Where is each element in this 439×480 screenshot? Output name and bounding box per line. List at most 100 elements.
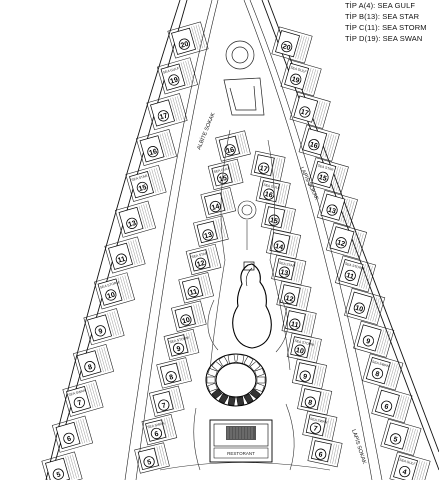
lot-number: 12 bbox=[336, 239, 346, 248]
lot-number: 10 bbox=[182, 317, 191, 326]
lot-parcel: 5 bbox=[380, 418, 422, 456]
lot-number-marker bbox=[187, 286, 199, 298]
lot-number-marker bbox=[304, 396, 316, 408]
lot-number-marker bbox=[73, 396, 85, 409]
lot-number: 15 bbox=[138, 184, 148, 193]
lot-number-marker bbox=[158, 399, 170, 411]
lot-parcel: 6 bbox=[371, 386, 413, 424]
clubhouse-unit bbox=[211, 360, 223, 372]
lot-number: 20 bbox=[282, 43, 292, 52]
lot-type-label: SEA STORM bbox=[100, 280, 120, 289]
lot-number-marker bbox=[371, 367, 384, 380]
lot-number-marker bbox=[115, 253, 127, 265]
lot-number-marker bbox=[326, 204, 338, 216]
lot-parcel: 16 bbox=[135, 128, 178, 167]
lot-number: 20 bbox=[180, 41, 190, 50]
lot-number-marker bbox=[380, 400, 393, 412]
lot-number-marker bbox=[84, 361, 96, 373]
clubhouse-unit bbox=[249, 360, 261, 372]
lot-parcel: 11 bbox=[178, 272, 215, 304]
lot-type-label: SEA GULF bbox=[399, 458, 416, 466]
lot-parcel: 16 bbox=[298, 124, 340, 162]
lot-number-marker bbox=[147, 146, 159, 158]
lot-parcel: 8 bbox=[297, 384, 333, 416]
lot-parcel: 8 bbox=[156, 357, 192, 389]
lot-number-marker bbox=[63, 432, 75, 444]
lot-parcel: 13 bbox=[114, 200, 157, 238]
lot-number-marker bbox=[165, 371, 177, 383]
lot-type-label: SEA GULF bbox=[163, 66, 180, 74]
lot-number-marker bbox=[362, 335, 374, 347]
legend: TİP A(4): SEA GULF TİP B(13): SEA STAR T… bbox=[345, 0, 439, 44]
lot-number-marker bbox=[143, 456, 155, 468]
lot-parcel: 10 bbox=[170, 300, 207, 332]
lot-number-marker bbox=[399, 466, 411, 478]
lot-parcel: 8 bbox=[72, 343, 115, 382]
clubhouse-ring bbox=[205, 353, 267, 407]
swimming-pool bbox=[232, 261, 272, 349]
lot-number: 8 bbox=[169, 374, 175, 382]
lot-number: 17 bbox=[159, 112, 169, 121]
clubhouse-unit bbox=[243, 356, 254, 367]
street-label-south-east: LAPİS SOKAK bbox=[350, 428, 368, 465]
lot-number: 8 bbox=[307, 399, 312, 407]
restaurant-label: RESTORANT bbox=[227, 451, 255, 456]
lot-number: 19 bbox=[291, 76, 301, 85]
lot-number: 19 bbox=[169, 77, 179, 86]
lot-number: 13 bbox=[280, 269, 289, 277]
clubhouse-unit bbox=[227, 396, 236, 406]
lot-number: 16 bbox=[148, 148, 158, 157]
lot-type-label: SEA STAR bbox=[131, 174, 148, 182]
lot-number-marker bbox=[278, 266, 291, 278]
lot-number-marker bbox=[290, 73, 302, 85]
clubhouse-unit bbox=[254, 368, 265, 378]
lot-number-marker bbox=[294, 344, 306, 356]
lot-number-marker bbox=[178, 38, 190, 50]
lot-number: 9 bbox=[176, 346, 182, 354]
lot-number-marker bbox=[172, 342, 185, 354]
lot-number: 11 bbox=[290, 321, 299, 329]
lot-number: 6 bbox=[66, 435, 72, 443]
lot-number: 10 bbox=[354, 305, 364, 314]
lot-type-label: SEA SWAN bbox=[147, 421, 166, 429]
legend-type-a: TİP A(4): SEA GULF bbox=[345, 1, 416, 10]
lot-number-marker bbox=[299, 106, 311, 118]
lot-number: 9 bbox=[302, 373, 307, 381]
lot-number-marker bbox=[299, 370, 311, 382]
lot-number-marker bbox=[157, 110, 169, 122]
restaurant-hatch bbox=[227, 427, 253, 439]
lot-type-label: SEA GULF bbox=[213, 166, 230, 174]
lot-number-marker bbox=[168, 74, 180, 86]
lot-number: 12 bbox=[196, 260, 205, 269]
lot-parcel: 17 bbox=[250, 150, 286, 182]
lot-parcel: 5 bbox=[134, 442, 170, 474]
lot-parcel: 10 bbox=[344, 288, 386, 326]
lot-number-marker bbox=[309, 422, 322, 434]
lot-number: 15 bbox=[218, 175, 227, 184]
street-label-west: ALBİTE SOKAK bbox=[195, 111, 216, 150]
lot-parcel: 14 bbox=[200, 187, 237, 219]
lot-number-marker bbox=[273, 240, 285, 252]
lot-number: 13 bbox=[327, 207, 337, 216]
lot-number: 8 bbox=[87, 364, 93, 372]
lot-number: 7 bbox=[313, 425, 318, 433]
lot-number: 5 bbox=[56, 471, 62, 479]
lot-parcel: 15 bbox=[260, 202, 296, 234]
clubhouse-unit bbox=[206, 376, 216, 384]
lot-number: 4 bbox=[402, 469, 408, 477]
clubhouse-unit bbox=[249, 388, 261, 400]
park-paths bbox=[207, 129, 291, 371]
lot-parcel: 9 bbox=[83, 308, 125, 346]
road-edges bbox=[124, 0, 383, 480]
lot-type-label: SEA STAR bbox=[317, 164, 334, 172]
clubhouse-unit bbox=[256, 376, 266, 384]
